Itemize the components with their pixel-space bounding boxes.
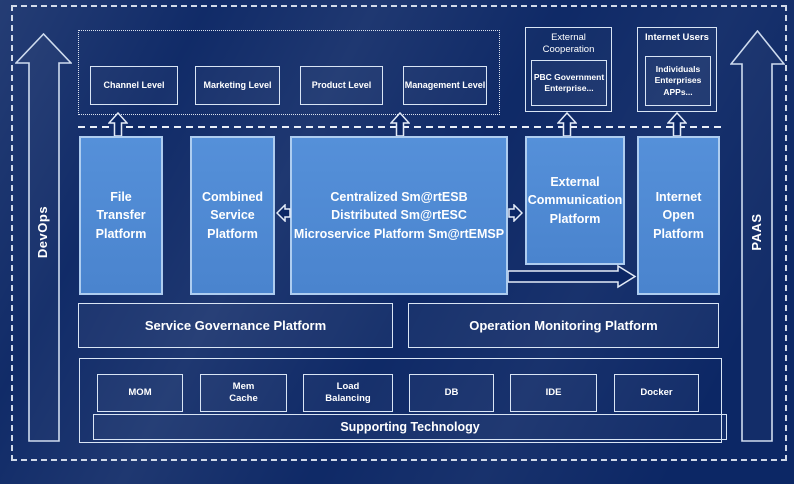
external-cooperation-title: External Cooperation — [542, 32, 595, 55]
platform-external-communication: External Communication Platform — [525, 136, 625, 265]
consumer-levels-dashed-frame — [78, 30, 500, 115]
service-governance-platform-box: Service Governance Platform — [78, 303, 393, 348]
operation-monitoring-platform-box: Operation Monitoring Platform — [408, 303, 719, 348]
up-arrow-external-communication-icon — [557, 112, 577, 137]
up-arrow-central-bus-icon — [390, 112, 410, 137]
internet-users-box: Internet Users Individuals Enterprises A… — [637, 27, 717, 112]
outer-dashed-frame — [11, 5, 787, 461]
internet-users-title: Internet Users — [645, 32, 709, 43]
paas-label: PAAS — [749, 213, 764, 251]
platform-combined-service: Combined Service Platform — [190, 136, 275, 295]
up-arrow-file-transfer-icon — [108, 112, 128, 137]
external-cooperation-members: PBC Government Enterprise... — [531, 60, 607, 106]
level-label: Management Level — [404, 80, 486, 91]
level-box-product: Product Level — [300, 66, 383, 105]
platform-file-transfer: File Transfer Platform — [79, 136, 163, 295]
platform-internet-open: Internet Open Platform — [637, 136, 720, 295]
supporting-technology-bar: Supporting Technology — [93, 414, 727, 440]
flow-left-arrow-icon — [276, 204, 291, 222]
tech-box-db: DB — [409, 374, 494, 412]
tech-box-mem-cache: Mem Cache — [200, 374, 287, 412]
tech-box-mom: MOM — [97, 374, 183, 412]
up-arrow-internet-open-icon — [667, 112, 687, 137]
tech-box-load-balancing: Load Balancing — [303, 374, 393, 412]
supporting-technology-container — [79, 358, 722, 443]
devops-label: DevOps — [35, 205, 50, 259]
paas-arrow-icon — [730, 30, 785, 442]
devops-arrow-icon — [15, 33, 72, 442]
level-label: Product Level — [311, 80, 372, 91]
tech-box-ide: IDE — [510, 374, 597, 412]
internet-users-members: Individuals Enterprises APPs... — [645, 56, 711, 106]
level-label: Marketing Level — [203, 80, 272, 91]
tech-box-docker: Docker — [614, 374, 699, 412]
level-label: Channel Level — [103, 80, 165, 91]
flow-long-right-arrow-icon — [508, 264, 637, 289]
level-box-management: Management Level — [403, 66, 487, 105]
external-cooperation-box: External Cooperation PBC Government Ente… — [525, 27, 612, 112]
flow-right-arrow-icon — [508, 204, 523, 222]
level-box-channel: Channel Level — [90, 66, 178, 105]
level-box-marketing: Marketing Level — [195, 66, 280, 105]
platform-central-bus: Centralized Sm@rtESB Distributed Sm@rtES… — [290, 136, 508, 295]
